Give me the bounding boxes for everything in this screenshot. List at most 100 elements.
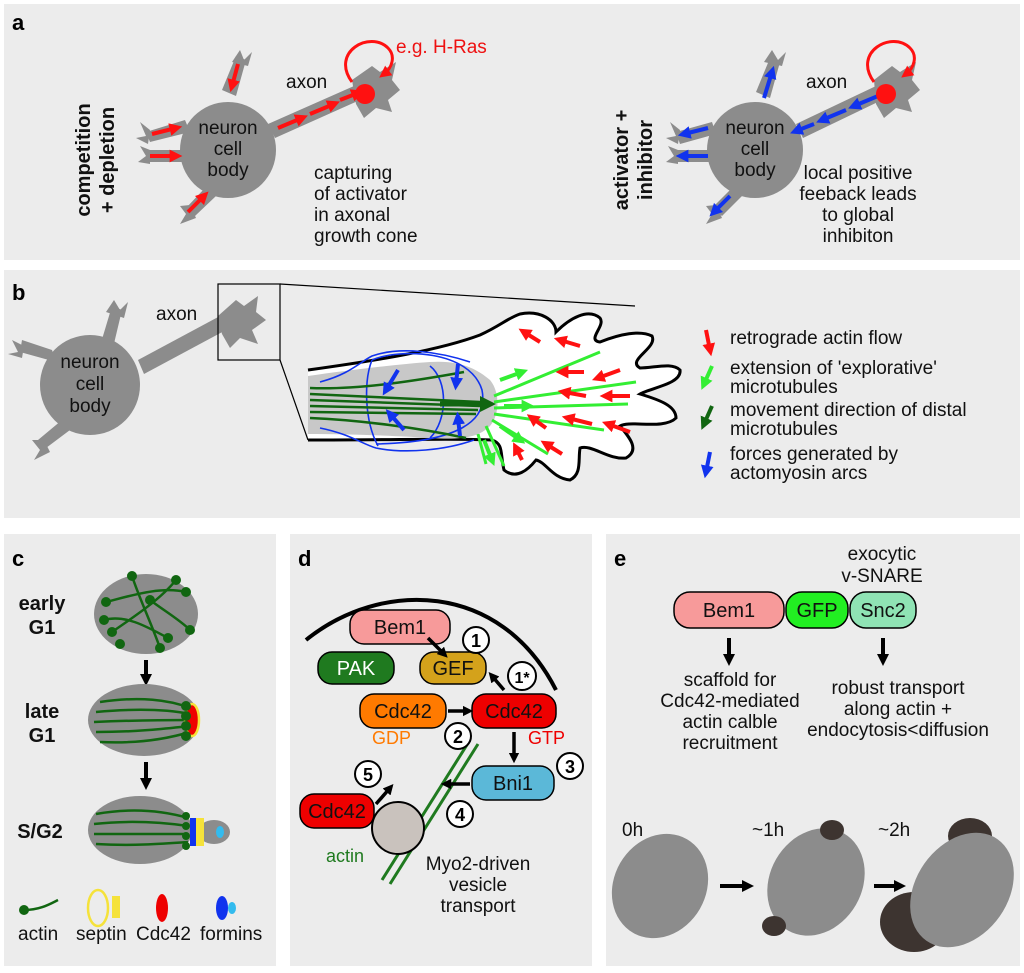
- cell-body-left-line2: cell: [214, 139, 243, 160]
- bem1-function-1: scaffold for: [684, 670, 777, 691]
- bni1-label: Bni1: [493, 773, 533, 795]
- panel-c-legend: actin septin Cdc42 formins: [18, 888, 262, 945]
- bni1-box: [471, 765, 555, 801]
- bem1-function-2: Cdc42-mediated: [660, 691, 799, 712]
- stage-early-line1: early: [19, 593, 67, 615]
- side-label-activator: activator +: [611, 110, 633, 211]
- cell-early-g1: [94, 571, 198, 654]
- pak-box: [317, 651, 395, 685]
- panel-e: e exocytic v-SNARE Bem1 GFP Snc2 scaffol…: [606, 534, 1020, 966]
- activator-spot-right: [876, 84, 896, 104]
- cell-sg2: [88, 796, 230, 864]
- legend-item-4-line1: forces generated by: [730, 444, 898, 465]
- vesicle: [371, 801, 425, 855]
- step-1-star: 1*: [514, 670, 530, 687]
- cell-body-right-line3: body: [734, 160, 776, 181]
- caption-left-4: growth cone: [314, 226, 418, 247]
- panel-c: c early G1 late G1 S/G2: [4, 534, 276, 966]
- cdc42-vesicle-label: Cdc42: [308, 801, 366, 823]
- actin-cable: [380, 739, 480, 885]
- cell-body-left-line1: neuron: [198, 118, 257, 139]
- legend-formin-icon: [216, 896, 228, 920]
- feedback-loop-left: [344, 40, 394, 83]
- vesicle-caption-2: vesicle: [449, 875, 507, 896]
- panel-b-legend: retrograde actin flow extension of 'expl…: [700, 328, 967, 484]
- neuron-left: competition + depletion neuron cell body…: [73, 37, 487, 247]
- activator-arrows-left: [150, 63, 364, 214]
- legend-lightgreen-arrow: [700, 365, 714, 390]
- pak-label: PAK: [337, 658, 376, 680]
- legend-darkgreen-arrow: [700, 405, 714, 430]
- cdc42-gdp-box: [359, 693, 447, 729]
- snc2-box: [849, 591, 917, 629]
- axon-label-left: axon: [286, 72, 327, 93]
- cell-body-right-line2: cell: [741, 139, 770, 160]
- step-4: 4: [455, 805, 465, 825]
- caption-right-2: feeback leads: [799, 184, 916, 205]
- gef-box: [419, 651, 487, 685]
- explorative-mt-arrows: [482, 368, 535, 466]
- activator-spot-left: [355, 84, 375, 104]
- cdc42-gdp-label: Cdc42: [374, 701, 432, 723]
- panel-a: a competition + depletion neuron cell bo: [4, 4, 1020, 260]
- bem1-function-4: recruitment: [682, 733, 778, 754]
- actin-label-d: actin: [326, 846, 364, 866]
- caption-right-4: inhibiton: [823, 226, 894, 247]
- gtp-label: GTP: [528, 728, 565, 748]
- cell-0h: [611, 833, 709, 939]
- legend-formins-label: formins: [200, 924, 262, 945]
- cell-body-b-line1: neuron: [60, 352, 119, 373]
- step-5: 5: [363, 765, 373, 785]
- legend-cdc42-icon: [156, 894, 168, 922]
- header-vsnare: v-SNARE: [841, 566, 922, 587]
- bem1-label-e: Bem1: [703, 600, 755, 622]
- panel-c-letter: c: [12, 546, 24, 571]
- time-0h: 0h: [622, 820, 643, 841]
- cell-body-left: [180, 102, 276, 198]
- legend-cdc42-label: Cdc42: [136, 924, 191, 945]
- bem1-label-d: Bem1: [374, 617, 426, 639]
- cell-late-g1: [88, 684, 201, 756]
- panel-d: d Bem1 PAK GEF Cdc42 GDP Cdc42 GTP Bni1 …: [290, 534, 592, 966]
- bem1-box: [349, 609, 451, 645]
- actomyosin-arcs: [319, 350, 484, 452]
- panel-a-letter: a: [12, 10, 25, 35]
- pathway-arrows: [374, 636, 520, 806]
- stage-late-line1: late: [25, 701, 59, 723]
- panel-e-letter: e: [614, 546, 626, 571]
- legend-item-1-line1: retrograde actin flow: [730, 328, 902, 349]
- inhibitor-arrows-right: [675, 65, 879, 217]
- bud-1h-bottom: [762, 916, 786, 936]
- side-label-competition: competition: [73, 103, 95, 216]
- bud-1h-top: [820, 820, 844, 840]
- zoom-line-top: [279, 283, 636, 307]
- zoom-line-bottom: [279, 359, 309, 441]
- neuron-b: [8, 296, 266, 460]
- header-exocytic: exocytic: [848, 544, 917, 565]
- snc2-function-3: endocytosis<diffusion: [807, 720, 989, 741]
- legend-item-2-line2: microtubules: [730, 377, 838, 398]
- cell-body-right-line1: neuron: [725, 118, 784, 139]
- actomyosin-force-arrows: [382, 363, 466, 437]
- cell-body-right: [707, 102, 803, 198]
- stage-sg2: S/G2: [17, 821, 63, 843]
- cell-body-b-line3: body: [69, 396, 111, 417]
- snc2-function-2: along actin +: [844, 699, 952, 720]
- time-1h: ~1h: [752, 820, 784, 841]
- time-2h: ~2h: [878, 820, 910, 841]
- retrograde-flow-arrows: [513, 328, 631, 461]
- vesicle-caption-1: Myo2-driven: [426, 854, 531, 875]
- caption-left-1: capturing: [314, 163, 392, 184]
- legend-item-3-line1: movement direction of distal: [730, 400, 967, 421]
- step-3: 3: [565, 757, 575, 777]
- panel-d-background: [290, 534, 592, 966]
- bem1-function-3: actin calble: [682, 712, 777, 733]
- caption-left-3: in axonal: [314, 205, 390, 226]
- neuron-right: activator + inhibitor neuron cell body a…: [611, 40, 920, 247]
- feedback-label: e.g. H-Ras: [396, 37, 487, 58]
- central-domain: [308, 361, 498, 439]
- panel-b: b neuron cell body axon: [4, 270, 1020, 518]
- step-1: 1: [471, 631, 481, 651]
- legend-item-4-line2: actomyosin arcs: [730, 463, 867, 484]
- axon-label-right: axon: [806, 72, 847, 93]
